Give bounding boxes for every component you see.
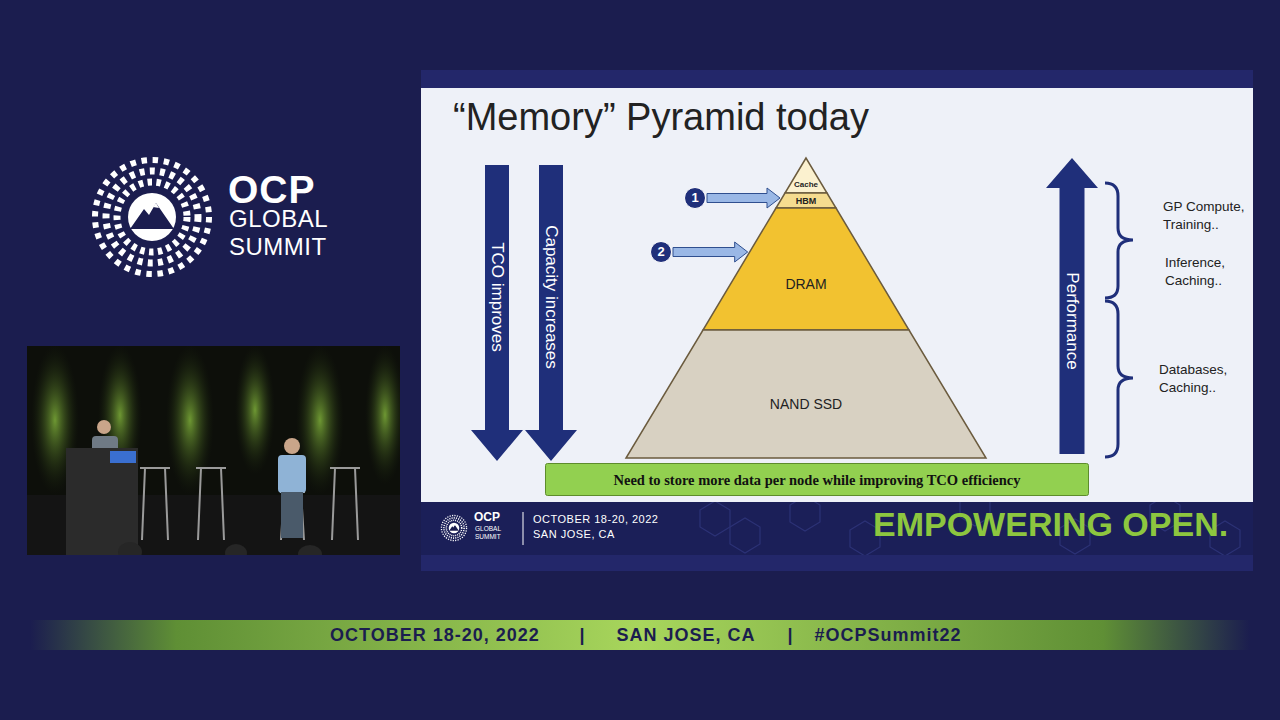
- footer-place: SAN JOSE, CA: [533, 528, 615, 540]
- slide-title: “Memory” Pyramid today: [453, 96, 869, 140]
- workload-label: Databases, Caching..: [1159, 361, 1251, 397]
- block-arrow: [1046, 158, 1098, 454]
- speaker-figure: [278, 455, 306, 493]
- pyramid-tier: HBM: [776, 193, 836, 208]
- slide: [421, 88, 1253, 502]
- speaker-figure: [284, 438, 300, 454]
- hex-pattern: [700, 502, 1240, 555]
- date-banner: [30, 620, 1250, 650]
- footer-date: OCTOBER 18-20, 2022: [533, 513, 658, 525]
- pyramid-tier-shape: [703, 208, 909, 330]
- workload-label: GP Compute, Training..: [1163, 198, 1255, 234]
- banner-separator: |: [787, 625, 792, 646]
- curly-bracket: [1105, 301, 1133, 457]
- tier-outline: [785, 158, 827, 193]
- workload-label: Inference, Caching..: [1165, 254, 1257, 290]
- node-label: Performance: [1062, 272, 1082, 369]
- summit-logo-text: SUMMIT: [229, 233, 327, 261]
- stage-light: [166, 346, 214, 495]
- banner-text: #OCPSummit22: [814, 625, 961, 646]
- footer-logo-text: SUMMIT: [475, 533, 501, 540]
- stage-light: [235, 346, 275, 475]
- note-box: Need to store more data per node while i…: [545, 463, 1089, 496]
- node-label: 2: [657, 245, 664, 260]
- node-label: NAND SSD: [770, 396, 842, 412]
- footer-logo-text: OCP: [474, 511, 500, 524]
- node-label: DRAM: [785, 276, 826, 292]
- summit-logo: [95, 160, 209, 274]
- footer-separator: [523, 512, 524, 545]
- speaker-figure: [97, 420, 111, 434]
- footer-slogan: EMPOWERING OPEN.: [873, 507, 1228, 541]
- pyramid-tier-shape: [626, 330, 986, 458]
- audience: [225, 544, 247, 555]
- callout-number: 1: [684, 187, 706, 209]
- banner-separator: |: [579, 625, 584, 646]
- pyramid-tier: Cache: [785, 158, 827, 193]
- callout-arrow: [707, 188, 780, 208]
- slide-glow: [421, 70, 1253, 88]
- stools: [140, 468, 360, 540]
- pyramid-tier: NAND SSD: [626, 330, 986, 458]
- banner-text: OCTOBER 18-20, 2022: [330, 625, 540, 646]
- summit-logo-text: GLOBAL: [229, 205, 328, 233]
- slide-footer-bar: [421, 502, 1253, 555]
- callout-circle: [685, 188, 706, 209]
- node-label: Cache: [794, 180, 818, 189]
- tco-arrow: TCO improves: [471, 165, 523, 461]
- speaker-figure: [281, 492, 303, 538]
- node-label: HBM: [796, 195, 817, 205]
- stage-light: [365, 346, 400, 485]
- callout-circle: [651, 242, 672, 263]
- note-outline: [546, 464, 1089, 496]
- tier-outline: [776, 193, 836, 208]
- pyramid-tier: DRAM: [703, 208, 909, 330]
- block-arrow: [525, 165, 577, 461]
- performance-arrow: Performance: [1046, 158, 1098, 454]
- slide-glow: [421, 555, 1253, 571]
- curly-bracket: [1105, 183, 1133, 298]
- audience: [298, 545, 322, 555]
- node-label: Capacity increases: [541, 225, 561, 369]
- tier-outline: [626, 330, 986, 458]
- tier-outline: [703, 208, 909, 330]
- audience: [118, 542, 142, 555]
- speaker-video: [27, 346, 400, 555]
- podium: [66, 448, 138, 555]
- footer-logo-text: GLOBAL: [475, 525, 501, 532]
- callout-number: 2: [650, 241, 672, 263]
- node-label: 1: [691, 191, 698, 206]
- banner-text: SAN JOSE, CA: [616, 625, 755, 646]
- node-label: Need to store more data per node while i…: [613, 471, 1020, 488]
- laptop: [110, 451, 136, 463]
- callout-arrow: [673, 242, 748, 262]
- video-frame: [27, 346, 400, 555]
- node-label: TCO improves: [487, 242, 507, 352]
- capacity-arrow: Capacity increases: [525, 165, 577, 461]
- block-arrow: [471, 165, 523, 461]
- footer-logo: [441, 515, 466, 540]
